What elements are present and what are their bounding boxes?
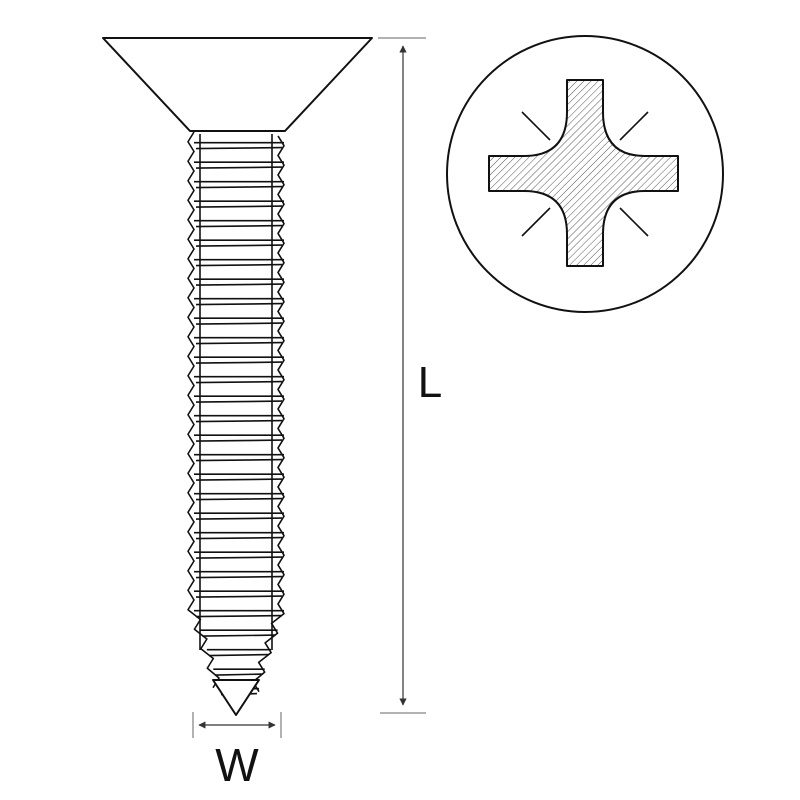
thread-outline-left <box>187 131 220 689</box>
cross-recess <box>488 79 679 267</box>
length-dimension: L <box>378 37 442 714</box>
length-label: L <box>418 358 442 407</box>
thread-line <box>195 244 283 247</box>
thread-line <box>195 380 283 384</box>
thread-line <box>195 322 283 325</box>
screw-shank <box>187 131 285 696</box>
thread-line <box>195 302 283 306</box>
thread-line <box>195 361 283 364</box>
thread-line <box>195 497 283 501</box>
screw-tip <box>212 679 260 716</box>
thread-line <box>195 400 283 403</box>
thread-line <box>195 263 283 267</box>
width-label: W <box>215 739 259 791</box>
thread-line <box>195 419 283 423</box>
thread-line <box>195 595 283 598</box>
thread-line <box>195 575 283 579</box>
thread-line <box>195 224 283 228</box>
thread-line <box>195 341 283 345</box>
width-dimension: W <box>192 712 282 791</box>
thread-line <box>195 614 283 618</box>
thread-line <box>195 536 283 540</box>
thread-line <box>195 478 283 481</box>
thread-line <box>195 166 283 169</box>
thread-outline-right <box>252 135 285 693</box>
thread-line <box>202 634 276 637</box>
thread-line <box>215 673 263 676</box>
thread-line <box>195 146 283 150</box>
thread-line <box>195 458 283 462</box>
thread-line <box>208 653 270 657</box>
thread-line <box>195 439 283 442</box>
thread-line <box>195 517 283 520</box>
screw-head <box>102 37 373 132</box>
thread-line <box>195 205 283 208</box>
recess-wing-lines <box>521 111 649 237</box>
thread-line <box>195 283 283 286</box>
thread-line <box>195 185 283 189</box>
thread-line <box>195 556 283 559</box>
phillips-cross-recess-icon <box>446 35 724 313</box>
